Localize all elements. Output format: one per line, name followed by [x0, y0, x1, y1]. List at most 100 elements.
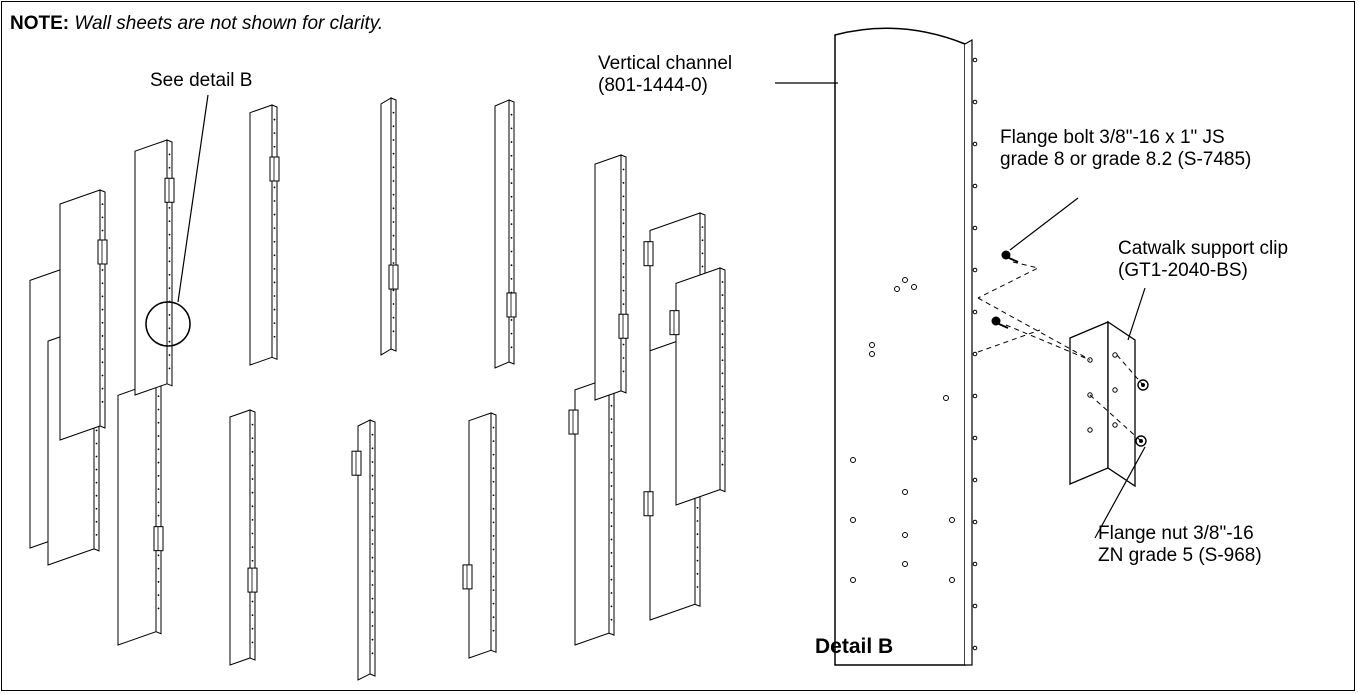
support-clip: [618, 313, 629, 339]
bolt-hole: [622, 249, 625, 252]
bolt-hole: [492, 535, 495, 537]
bolt-hole: [492, 589, 495, 592]
bolt-hole: [251, 491, 254, 494]
bolt-hole: [95, 442, 98, 445]
support-clip: [643, 241, 654, 267]
bolt-hole: [251, 518, 254, 521]
bolt-hole: [610, 404, 613, 407]
bolt-hole: [510, 127, 513, 130]
bolt-hole: [371, 556, 374, 559]
bolt-hole: [168, 233, 171, 236]
bolt-hole: [101, 295, 104, 298]
bolt-hole: [492, 494, 495, 497]
bolt-hole: [273, 267, 276, 270]
channel-flange: [719, 267, 726, 493]
channel-flange: [508, 99, 515, 365]
bolt-hole: [251, 478, 254, 480]
bolt-hole: [371, 584, 374, 586]
bolt-hole: [510, 264, 513, 267]
flange-bolt-line1: Flange bolt 3/8"-16 x 1" JS: [1000, 127, 1225, 148]
bolt-hole: [492, 548, 495, 551]
channel-web: [574, 377, 610, 646]
detail-flange-hole: [972, 393, 978, 399]
bolt-hole: [168, 340, 171, 343]
bolt-hole: [721, 281, 724, 283]
bolt-hole: [696, 533, 699, 536]
bolt-hole: [721, 385, 724, 388]
bolt-hole: [492, 453, 495, 456]
detail-b-view: [834, 27, 1149, 666]
bolt-hole: [610, 471, 613, 474]
bolt-hole: [157, 395, 160, 398]
flange-nut-line2: ZN grade 5 (S-968): [1098, 545, 1262, 566]
support-clip: [351, 450, 362, 476]
support-clip: [388, 264, 399, 290]
detail-flange-hole: [972, 57, 978, 63]
detail-web-hole: [850, 517, 856, 523]
bolt-hole: [622, 168, 625, 171]
bolt-hole: [371, 625, 374, 627]
vertical-channel-part: [59, 189, 108, 441]
bolt-hole: [371, 638, 374, 641]
bolt-hole: [371, 597, 374, 600]
bolt-hole: [392, 125, 395, 128]
assembly-dash-line: [1116, 354, 1144, 386]
detail-web-hole: [850, 577, 856, 583]
detail-flange-hole: [972, 519, 978, 525]
detail-flange-hole: [972, 603, 978, 609]
bolt-hole: [492, 467, 495, 470]
channel-flange: [390, 97, 397, 352]
support-clip: [462, 564, 473, 590]
bolt-hole: [492, 521, 495, 524]
bolt-hole: [371, 515, 374, 518]
bolt-hole: [696, 506, 699, 509]
channel-web: [468, 412, 492, 659]
bolt-hole: [168, 153, 171, 156]
bolt-hole: [610, 458, 613, 461]
channel-web: [494, 99, 510, 369]
detail-flange-hole: [972, 477, 978, 483]
bolt-hole: [95, 481, 98, 484]
bolt-hole: [696, 520, 699, 522]
bolt-hole: [95, 468, 98, 471]
bolt-hole: [95, 429, 98, 432]
detail-web-hole: [850, 457, 856, 463]
vertical-channel-part: [568, 377, 615, 646]
vertical-channel-part: [494, 99, 517, 369]
bolt-hole: [622, 343, 625, 346]
bolt-hole: [101, 335, 104, 337]
vertical-channel-label: Vertical channel (801-1444-0): [598, 53, 732, 97]
bolt-hole: [622, 222, 625, 225]
bolt-hole: [392, 234, 395, 237]
bolt-hole: [157, 488, 160, 490]
bolt-hole: [392, 111, 395, 114]
bolt-hole: [157, 461, 160, 464]
bolt-hole: [610, 444, 613, 447]
bolt-hole: [371, 474, 374, 477]
bolt-hole: [273, 335, 276, 338]
bolt-hole: [622, 182, 625, 184]
bolt-hole: [251, 641, 254, 644]
bolt-hole: [101, 216, 104, 219]
bolt-hole: [273, 308, 276, 311]
detail-flange-hole: [972, 267, 978, 273]
detail-web-hole: [894, 286, 900, 292]
detail-web-hole: [902, 561, 908, 567]
detail-web-hole: [869, 351, 875, 357]
detail-web-hole: [869, 342, 875, 348]
bolt-hole: [168, 220, 171, 223]
bolt-hole: [492, 602, 495, 605]
flange-bolt-label: Flange bolt 3/8"-16 x 1" JS grade 8 or g…: [1000, 127, 1251, 171]
bolt-hole: [510, 168, 513, 171]
detail-flange-hole: [972, 351, 978, 357]
channel-web: [675, 267, 721, 506]
bolt-hole: [157, 408, 160, 411]
support-clip: [643, 491, 654, 517]
channel-web: [229, 409, 251, 666]
bolt-hole: [721, 411, 724, 414]
bolt-shank: [1008, 257, 1019, 263]
bolt-hole: [157, 594, 160, 597]
bolt-hole: [696, 572, 699, 575]
bolt-hole: [273, 132, 276, 135]
bolt-hole: [392, 207, 395, 210]
